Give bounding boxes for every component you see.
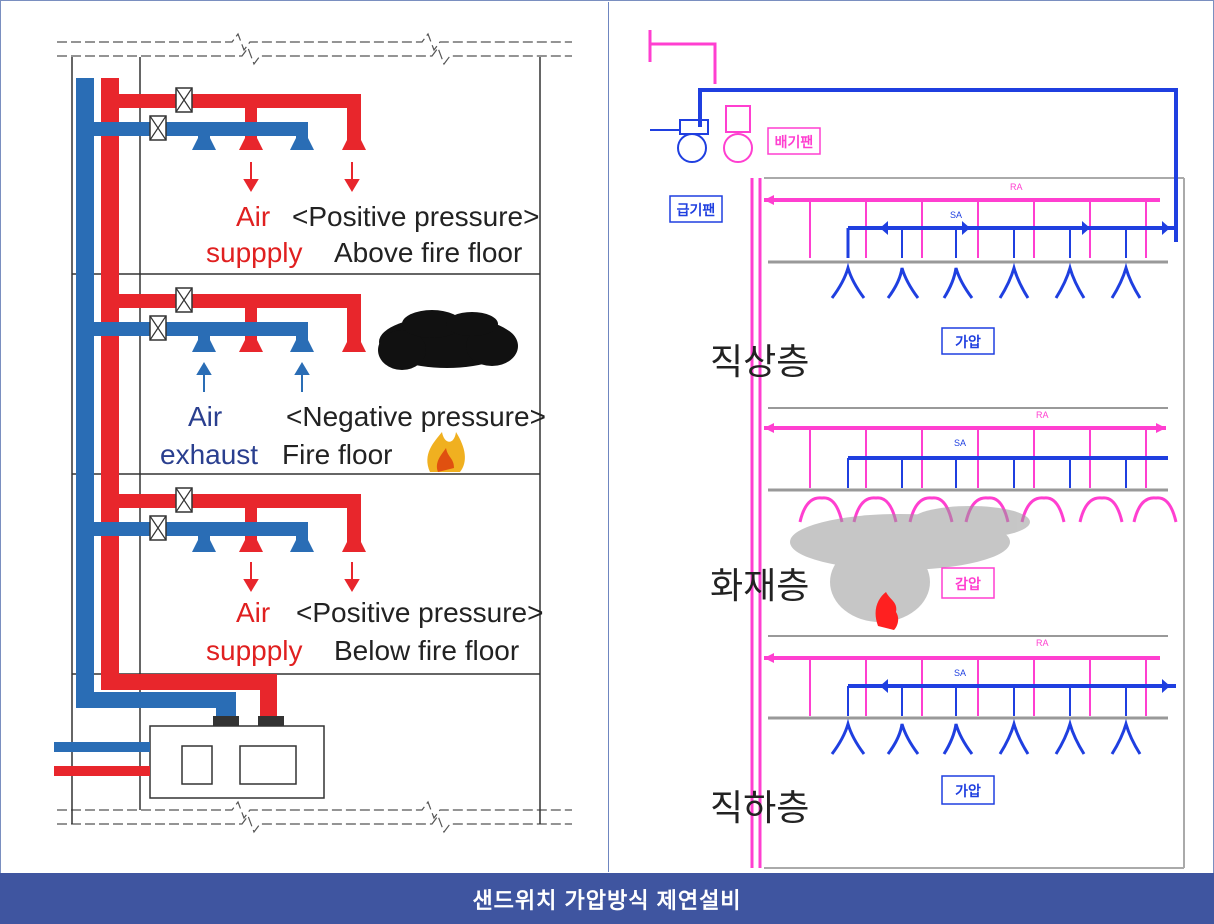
- pressurize-label-below: 가압: [955, 784, 981, 800]
- exhaust-fan-label: 배기팬: [775, 135, 814, 151]
- sa-label-above: SA: [950, 210, 962, 220]
- floor-ducts-above: [94, 87, 366, 192]
- sa-label-fire: SA: [954, 438, 966, 448]
- below-floor-name: Below fire floor: [334, 635, 519, 666]
- smoke-plume: [790, 506, 1030, 622]
- floor-above-label: 직상층: [710, 342, 809, 383]
- figure-caption: 샌드위치 가압방식 제연설비: [0, 873, 1214, 924]
- below-pressure: <Positive pressure>: [296, 597, 543, 628]
- fire-floor-labels: Air exhaust <Negative pressure> Fire flo…: [160, 401, 546, 470]
- above-flow-line1: Air: [236, 201, 270, 232]
- floor-fire-label: 화재층: [710, 566, 809, 607]
- above-pressure: <Positive pressure>: [292, 201, 539, 232]
- break-line-bottom: [57, 800, 572, 834]
- sa-label-below: SA: [954, 668, 966, 678]
- supply-fan-box: [669, 195, 723, 223]
- above-flow-line2: suppply: [206, 237, 303, 268]
- floor-system-fire: RA SA 감압: [764, 410, 1178, 637]
- fire-pressure: <Negative pressure>: [286, 401, 546, 432]
- supply-main-duct: [650, 88, 1178, 242]
- air-handling-unit: [54, 716, 325, 799]
- floor-below-label: 직하층: [710, 788, 809, 829]
- pressurize-box-below: [941, 775, 995, 805]
- floor-system-below: RA SA 가압: [764, 638, 1176, 805]
- korean-pressure-diagram: 배기팬 급기팬 RA SA 가압 RA SA: [648, 30, 1185, 869]
- fire-flow-line2: exhaust: [160, 439, 258, 470]
- sandwich-pressure-diagram: Air suppply <Positive pressure> Above fi…: [54, 32, 572, 834]
- exhaust-riser: [76, 78, 236, 718]
- above-floor-labels: Air suppply <Positive pressure> Above fi…: [206, 201, 539, 268]
- depressurize-box: [941, 567, 995, 599]
- depressurize-label: 감압: [955, 576, 981, 593]
- below-flow-line1: Air: [236, 597, 270, 628]
- right-panel: 배기팬 급기팬 RA SA 가압 RA SA: [610, 2, 1212, 872]
- above-floor-name: Above fire floor: [334, 237, 522, 268]
- fire-flame-icon: [875, 592, 899, 630]
- ra-label-fire: RA: [1036, 410, 1049, 420]
- ra-label-below: RA: [1036, 638, 1049, 648]
- exhaust-main-duct: [648, 30, 762, 868]
- supply-fan-label: 급기팬: [677, 203, 716, 219]
- fire-flow-line1: Air: [188, 401, 222, 432]
- fire-icon: [427, 432, 465, 472]
- fan-units: [677, 105, 753, 163]
- pressurize-box-above: [941, 327, 995, 355]
- right-building: [764, 177, 1185, 869]
- break-line-top: [57, 32, 572, 66]
- floor-ducts-fire: [94, 287, 366, 392]
- below-floor-labels: Air suppply <Positive pressure> Below fi…: [206, 597, 543, 666]
- left-panel: Air suppply <Positive pressure> Above fi…: [2, 2, 609, 872]
- smoke-cloud: [378, 310, 518, 370]
- below-flow-line2: suppply: [206, 635, 303, 666]
- fire-floor-name: Fire floor: [282, 439, 392, 470]
- floor-system-above: RA SA 가압: [764, 182, 1176, 409]
- ra-label-above: RA: [1010, 182, 1023, 192]
- exhaust-fan-box: [767, 127, 821, 155]
- pressurize-label-above: 가압: [955, 335, 981, 351]
- floor-ducts-below: [94, 487, 366, 592]
